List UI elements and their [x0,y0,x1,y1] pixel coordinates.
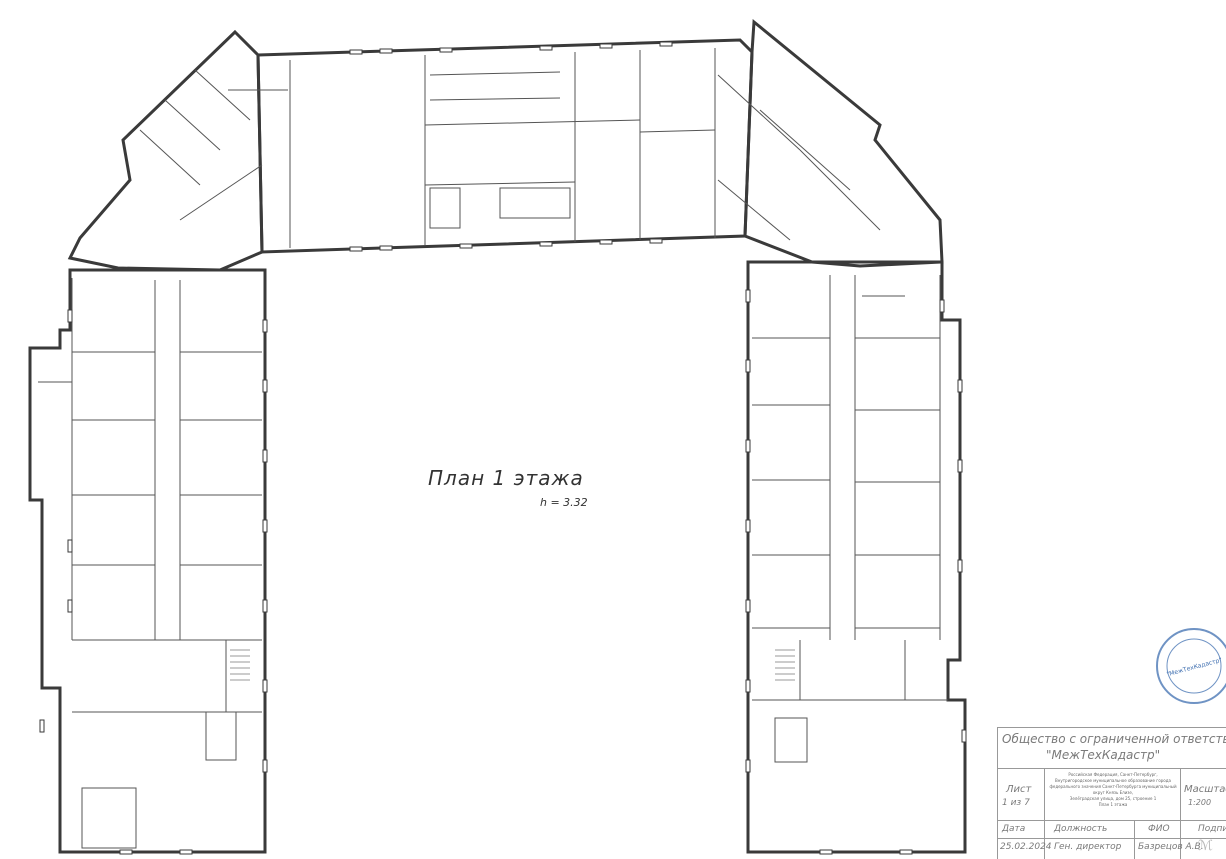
header-date: Дата [1002,824,1026,834]
organization-brand: "МежТехКадастр" [1046,748,1161,762]
organization-name: Общество с ограниченной ответственностью [1002,732,1226,746]
row-name: Базрецов А.В. [1138,842,1204,852]
signature: ℳ [1198,838,1213,854]
address-line: Зелёградская улица, дом 25, строение 1 [1069,796,1157,801]
address-line: федерального значения Санкт-Петербурга м… [1049,784,1177,795]
right-wing-outer-wall [746,260,967,854]
header-signature: Подпись [1198,824,1226,834]
header-position: Должность [1054,824,1108,834]
sheet-value: 1 из 7 [1002,798,1030,808]
address-line: План 1 этажа [1098,802,1128,807]
title-block: Общество с ограниченной ответственностью… [997,727,1226,859]
address-line: Внутригородское муниципальное образовани… [1055,778,1171,783]
left-wing-outer-wall [28,268,267,854]
plan-title: План 1 этажа [428,466,584,490]
top-right-diagonal-wing [743,18,944,268]
sheet-label: Лист [1006,784,1032,795]
header-name: ФИО [1148,824,1170,834]
top-wing-outer-wall [256,38,754,254]
ceiling-height: h = 3.32 [540,496,588,509]
row-position: Ген. директор [1054,842,1122,852]
row-date: 25.02.2024 [1000,842,1052,852]
address-line: Российская Федерация, Санкт-Петербург, [1068,772,1158,777]
company-stamp: "МежТехКадастр" [1156,628,1226,704]
address-block: Российская Федерация, Санкт-Петербург, В… [1048,772,1178,808]
scale-label: Масштаб [1184,784,1226,795]
stamp-center-text: "МежТехКадастр" [1166,657,1223,679]
top-left-diagonal-wing [67,29,264,272]
scale-value: 1:200 [1188,798,1212,807]
